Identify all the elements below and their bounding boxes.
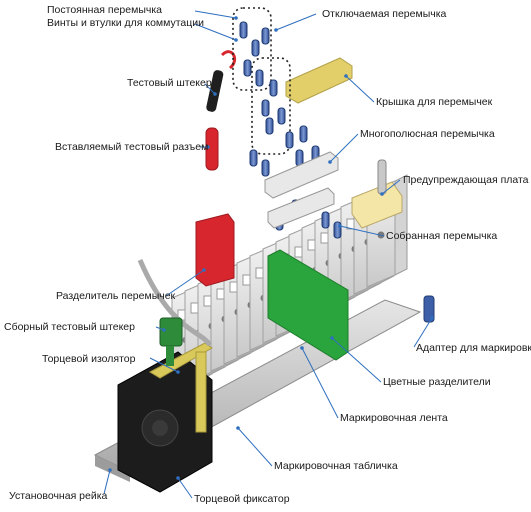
leader-dot — [330, 336, 334, 340]
leader-dot — [234, 38, 238, 42]
leader-line — [204, 83, 216, 95]
label-screws-sleeves: Винты и втулки для коммутации — [47, 17, 205, 29]
leader-dot — [344, 74, 348, 78]
jumper-cover — [285, 57, 353, 104]
leader-line — [177, 477, 193, 499]
multipole-jumper — [264, 151, 339, 199]
sleeve-icon — [265, 117, 274, 135]
label-warning-plate: Предупреждающая плата — [403, 174, 529, 186]
multipole-jumper-2 — [267, 187, 335, 229]
leader-dot — [300, 346, 304, 350]
end-clamp — [117, 351, 213, 493]
leader-line — [194, 23, 237, 41]
permanent-jumper-outline — [232, 7, 272, 91]
assembled-test-plug — [159, 317, 183, 366]
label-assembled-jumper: Собранная перемычка — [386, 230, 498, 242]
sleeve-icon — [239, 21, 248, 39]
leader-line — [301, 347, 339, 419]
leader-dot — [213, 92, 217, 96]
leader-line — [329, 133, 359, 163]
leader-dot — [328, 160, 332, 164]
label-marking-tape: Маркировочная лента — [340, 412, 448, 424]
sleeve-icon — [261, 27, 270, 45]
label-jumper-cover: Крышка для перемычек — [376, 96, 493, 108]
leader-line — [331, 337, 382, 383]
sleeve-icon — [285, 131, 294, 149]
end-insulator-side — [195, 351, 207, 433]
label-multipole-jumper: Многополюсная перемычка — [360, 128, 495, 140]
leader-line — [339, 225, 385, 237]
leader-dot — [338, 224, 342, 228]
leader-line — [165, 269, 205, 297]
switchable-jumper-outline — [251, 57, 291, 155]
label-mounting-rail: Установочная рейка — [9, 490, 108, 502]
leader-dot — [236, 426, 240, 430]
sleeve-icon — [249, 149, 258, 167]
leader-dot — [176, 476, 180, 480]
label-permanent-jumper: Постоянная перемычка — [47, 4, 162, 16]
label-marking-adapter: Адаптер для маркировки — [416, 342, 531, 354]
sleeve-icon — [255, 69, 264, 87]
label-color-separators: Цветные разделители — [383, 376, 491, 388]
leader-line — [413, 317, 433, 348]
leader-dot — [234, 16, 238, 20]
label-plug-in-test-socket: Вставляемый тестовый разъем — [55, 141, 209, 153]
warning-plate — [351, 159, 403, 229]
leader-line — [275, 13, 317, 31]
leader-line — [381, 179, 401, 195]
sleeve-icon — [251, 39, 260, 57]
leader-dot — [380, 192, 384, 196]
leader-dot — [274, 28, 278, 32]
leader-line — [237, 427, 273, 467]
leader-dot — [206, 145, 210, 149]
leader-line — [345, 75, 375, 103]
leader-dot — [176, 370, 180, 374]
leader-dot — [108, 468, 112, 472]
leader-dot — [430, 316, 434, 320]
leader-lines — [103, 10, 434, 499]
leader-dot — [162, 328, 166, 332]
red-separator — [195, 213, 235, 287]
leader-line — [103, 469, 111, 495]
label-end-insulator: Торцевой изолятор — [42, 353, 136, 365]
leader-dot — [202, 268, 206, 272]
plug-in-test-socket — [205, 127, 219, 171]
label-marking-label: Маркировочная табличка — [274, 460, 398, 472]
label-jumper-separator: Разделитель перемычек — [56, 290, 176, 302]
sleeve-icon — [299, 125, 308, 143]
sleeve-icon — [269, 79, 278, 97]
sleeve-icon — [277, 107, 286, 125]
leader-line — [149, 357, 179, 373]
label-assembled-test-plug: Сборный тестовый штекер — [4, 321, 135, 333]
label-test-plug: Тестовый штекер — [127, 77, 212, 89]
label-end-clamp: Торцевой фиксатор — [194, 493, 290, 505]
sleeve-icon — [321, 211, 330, 229]
leader-line — [194, 10, 237, 19]
label-switchable-jumper: Отключаемая перемычка — [322, 8, 447, 20]
sleeve-icon — [261, 159, 270, 177]
sleeve-icon — [243, 59, 252, 77]
sleeve-icon — [261, 99, 270, 117]
